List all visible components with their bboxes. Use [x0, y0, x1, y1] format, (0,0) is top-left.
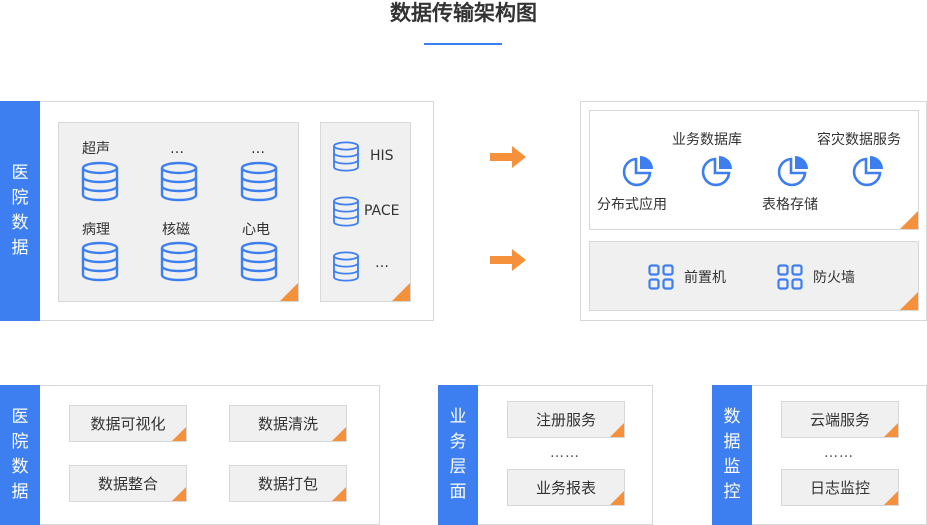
corner-accent: [900, 211, 918, 229]
network-label-firewall: 防火墙: [813, 270, 855, 286]
data-processing-panel: 医院数据 数据可视化 数据清洗 数据整合 数据打包: [0, 385, 380, 525]
system-group: HIS PACE …: [320, 122, 411, 302]
database-icon: [333, 141, 359, 172]
device-label-more-2: …: [251, 141, 265, 157]
grid-icon: [777, 264, 803, 290]
database-icon: [333, 251, 359, 282]
database-icon: [81, 161, 119, 202]
network-group: 前置机 防火墙: [589, 241, 919, 311]
device-label-pathology: 病理: [82, 222, 110, 238]
system-label-his: HIS: [370, 148, 394, 164]
chip-data-cleaning: 数据清洗: [229, 405, 347, 442]
pie-chart-icon: [777, 156, 808, 187]
device-label-ecg: 心电: [242, 222, 270, 238]
chip-registration-service: 注册服务: [507, 401, 625, 438]
network-label-front-end: 前置机: [684, 270, 726, 286]
grid-icon: [648, 264, 674, 290]
pie-chart-icon: [622, 156, 653, 187]
data-monitoring-panel: 数据监控 云端服务 …… 日志监控: [712, 385, 927, 525]
title-underline: [424, 43, 502, 45]
chip-data-packaging: 数据打包: [229, 465, 347, 502]
database-icon: [240, 241, 278, 282]
chip-data-integration: 数据整合: [69, 465, 187, 502]
cloud-panel: 业务数据库 容灾数据服务 分布式应用 表格存储: [580, 101, 927, 321]
chip-cloud-service: 云端服务: [781, 401, 899, 438]
page-title: 数据传输架构图: [390, 1, 537, 25]
system-label-pace: PACE: [364, 203, 400, 219]
pie-chart-icon: [701, 156, 732, 187]
device-label-more-1: …: [170, 141, 184, 157]
database-icon: [160, 241, 198, 282]
chip-business-report: 业务报表: [507, 469, 625, 506]
cloud-services-group: 业务数据库 容灾数据服务 分布式应用 表格存储: [589, 110, 919, 230]
chip-log-monitoring: 日志监控: [781, 469, 899, 506]
corner-accent: [392, 283, 410, 301]
arrow-right-icon: [490, 249, 526, 271]
arrow-right-icon: [490, 146, 526, 168]
hospital-data-panel: 医院数据 超声 … …: [0, 101, 434, 321]
ellipsis: ……: [550, 445, 580, 461]
data-monitoring-label: 数据监控: [712, 385, 752, 525]
chip-data-visualization: 数据可视化: [69, 405, 187, 442]
hospital-data-label: 医院数据: [0, 101, 40, 321]
corner-accent: [280, 283, 298, 301]
system-label-more: …: [375, 255, 389, 271]
service-label-disaster-recovery: 容灾数据服务: [817, 132, 901, 148]
database-icon: [81, 241, 119, 282]
business-layer-label: 业务层面: [438, 385, 478, 525]
pie-chart-icon: [852, 156, 883, 187]
corner-accent: [900, 292, 918, 310]
data-processing-label: 医院数据: [0, 385, 40, 525]
device-group: 超声 … …: [58, 122, 299, 302]
database-icon: [160, 161, 198, 202]
database-icon: [240, 161, 278, 202]
device-label-mri: 核磁: [162, 222, 190, 238]
ellipsis: ……: [824, 445, 854, 461]
service-label-table-storage: 表格存储: [762, 197, 818, 213]
device-label-ultrasound: 超声: [82, 141, 110, 157]
service-label-business-db: 业务数据库: [672, 132, 742, 148]
database-icon: [333, 196, 359, 227]
business-layer-panel: 业务层面 注册服务 …… 业务报表: [438, 385, 653, 525]
service-label-distributed-app: 分布式应用: [597, 197, 667, 213]
